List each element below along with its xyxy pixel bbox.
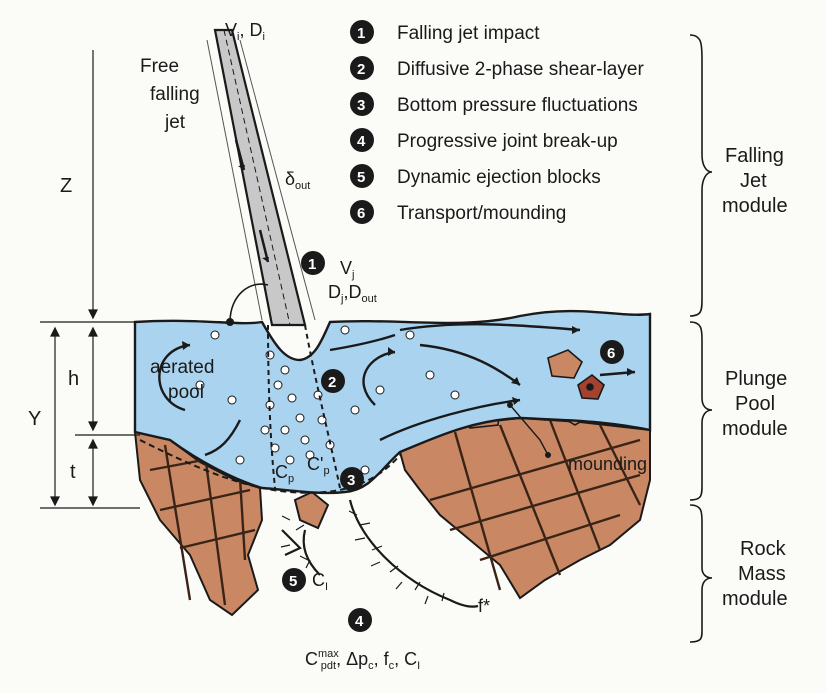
marker-2-shear: 2 [321, 369, 345, 393]
rock-center-wedge [295, 492, 328, 528]
delta-out-label: δout [285, 169, 310, 192]
legend-number-2: 2 [357, 61, 365, 78]
free-falling-jet-line1: Free [140, 56, 179, 77]
module-falling-line1: Falling [725, 145, 784, 167]
legend-item-1: Falling jet impact [397, 23, 540, 44]
jet-velocity-diameter-label: Vi, Di [225, 20, 265, 43]
module-falling-line2: Jet [740, 170, 767, 192]
module-rock-line2: Mass [738, 563, 786, 585]
marker-number-2: 2 [328, 374, 336, 391]
marker-number-6: 6 [607, 345, 615, 362]
impact-velocity-label: Vj [340, 258, 354, 281]
aerated-pool-line2: pool [168, 382, 204, 403]
legend-number-1: 1 [357, 25, 365, 42]
legend-item-5: Dynamic ejection blocks [397, 167, 601, 188]
fracture-ticks [281, 511, 444, 604]
impact-diameter-label: Dj,Dout [328, 282, 377, 305]
legend-number-6: 6 [357, 205, 365, 222]
legend-item-2: Diffusive 2-phase shear-layer [397, 59, 644, 80]
legend-number-5: 5 [357, 169, 365, 186]
marker-number-3: 3 [347, 472, 355, 489]
free-falling-jet-line2: falling [150, 84, 200, 105]
marker-4-breakup: 4 [348, 608, 372, 632]
legend: 1 Falling jet impact 2 Diffusive 2-phase… [350, 20, 644, 224]
legend-item-4: Progressive joint break-up [397, 131, 618, 152]
ci-label: CI [312, 570, 328, 593]
dim-t-label: t [70, 461, 76, 483]
marker-number-5: 5 [289, 573, 297, 590]
f-star-label: f* [478, 596, 490, 616]
free-falling-jet-line3: jet [164, 112, 186, 133]
dim-z-label: Z [60, 175, 72, 197]
module-plunge-line2: Pool [735, 393, 775, 415]
impact-angle-arc [230, 284, 268, 322]
module-plunge-line3: module [722, 418, 788, 440]
marker-1-impact: 1 [301, 251, 325, 275]
aerated-pool-line1: aerated [150, 357, 214, 378]
dimension-lines [40, 50, 140, 508]
legend-item-3: Bottom pressure fluctuations [397, 95, 638, 116]
mounding-label: mounding [568, 454, 647, 474]
marker-number-1: 1 [308, 256, 316, 273]
marker-6-transport: 6 [600, 340, 624, 364]
module-plunge-line1: Plunge [725, 368, 787, 390]
dim-y-label: Y [28, 408, 41, 430]
dim-h-label: h [68, 368, 79, 390]
module-braces [690, 35, 712, 642]
module-rock-line1: Rock [740, 538, 787, 560]
marker-number-4: 4 [355, 613, 364, 630]
legend-number-4: 4 [357, 133, 366, 150]
module-rock-line3: module [722, 588, 788, 610]
legend-number-3: 3 [357, 97, 365, 114]
module-falling-line3: module [722, 195, 788, 217]
marker-5-ejection: 5 [282, 568, 306, 592]
legend-item-6: Transport/mounding [397, 203, 566, 224]
marker-3-bottom: 3 [340, 467, 364, 491]
